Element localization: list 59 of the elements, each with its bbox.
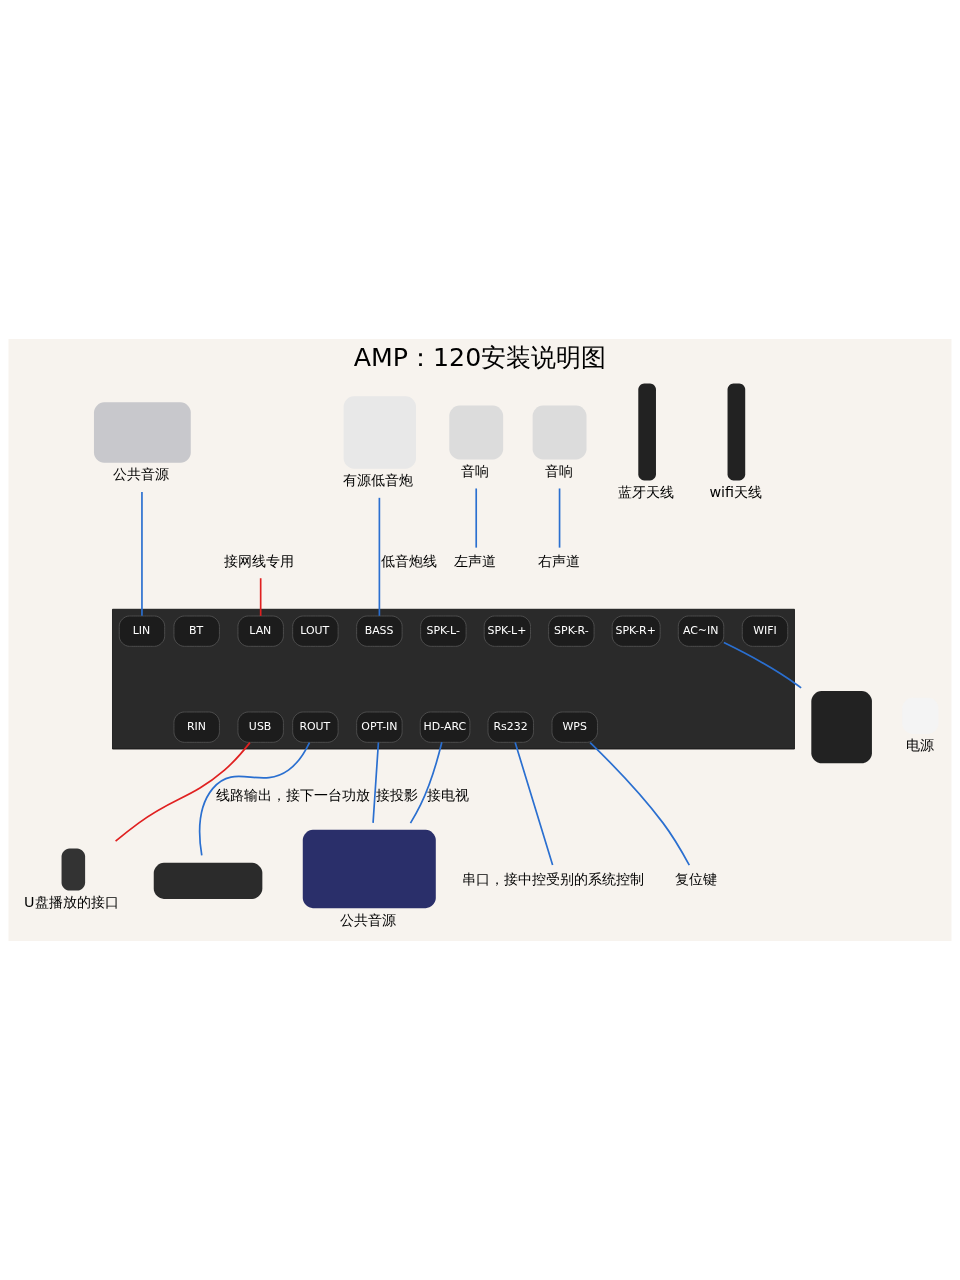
node-text: 右声道: [537, 553, 580, 570]
node-box: WPS: [551, 711, 598, 743]
edge-label: 线路输出，接下一台功放: [215, 787, 370, 804]
node-label: 音响: [544, 462, 573, 479]
node-box: SPK-R-: [548, 615, 595, 647]
connector: [372, 741, 380, 824]
cluster: [112, 608, 795, 750]
connector: [558, 487, 561, 549]
node-box: BT: [173, 615, 220, 647]
node-box: LAN: [237, 615, 284, 647]
node-label: U盘播放的接口: [24, 893, 119, 910]
node-box: SPK-L-: [420, 615, 467, 647]
node-box: [449, 405, 504, 460]
node-label: 音响: [461, 462, 490, 479]
connector: [475, 487, 478, 549]
node-box: [638, 383, 656, 481]
node-label: 有源低音炮: [343, 472, 414, 489]
node-box: AC~IN: [677, 615, 725, 647]
node-label: wifi天线: [709, 483, 763, 500]
node-box: SPK-L+: [483, 615, 531, 647]
node-box: RIN: [173, 711, 220, 743]
node-box: [811, 690, 872, 764]
node-box: [93, 402, 191, 463]
edge-label: 接电视: [427, 787, 470, 804]
node-box: WIFI: [741, 615, 789, 647]
edge-label: 低音炮线: [380, 553, 437, 570]
node-label: 公共音源: [339, 911, 396, 928]
node-label: 电源: [905, 737, 934, 754]
connector: [378, 497, 381, 617]
node-box: [61, 848, 86, 891]
connector: [198, 741, 311, 857]
node-label: 公共音源: [112, 466, 169, 483]
connector: [409, 741, 443, 824]
connector: [114, 741, 251, 843]
node-box: Rs232: [487, 711, 534, 743]
node-box: [153, 862, 263, 899]
node-box: HD-ARC: [419, 711, 471, 743]
connector: [141, 491, 143, 617]
connector: [723, 641, 802, 689]
node-box: ROUT: [292, 711, 339, 743]
node-box: LOUT: [292, 615, 339, 647]
diagram-title: AMP：120安装说明图: [353, 342, 607, 372]
connector: [259, 577, 262, 617]
node-box: [302, 829, 436, 909]
node-box: BASS: [356, 615, 403, 647]
node-text: 串口，接中控受别的系统控制: [462, 870, 645, 887]
node-box: [727, 383, 746, 481]
node-box: USB: [237, 711, 284, 743]
connector: [514, 741, 554, 866]
node-label: 蓝牙天线: [617, 483, 674, 500]
node-box: [532, 405, 587, 460]
edge-label: 接投影: [376, 787, 419, 804]
node-box: SPK-R+: [611, 615, 661, 647]
node-text: 复位键: [674, 870, 717, 887]
node-box: LIN: [118, 615, 166, 647]
node-box: OPT-IN: [356, 711, 403, 743]
connector: [589, 741, 691, 866]
node-text: 左声道: [454, 553, 497, 570]
node-text: 接网线专用: [224, 553, 295, 570]
